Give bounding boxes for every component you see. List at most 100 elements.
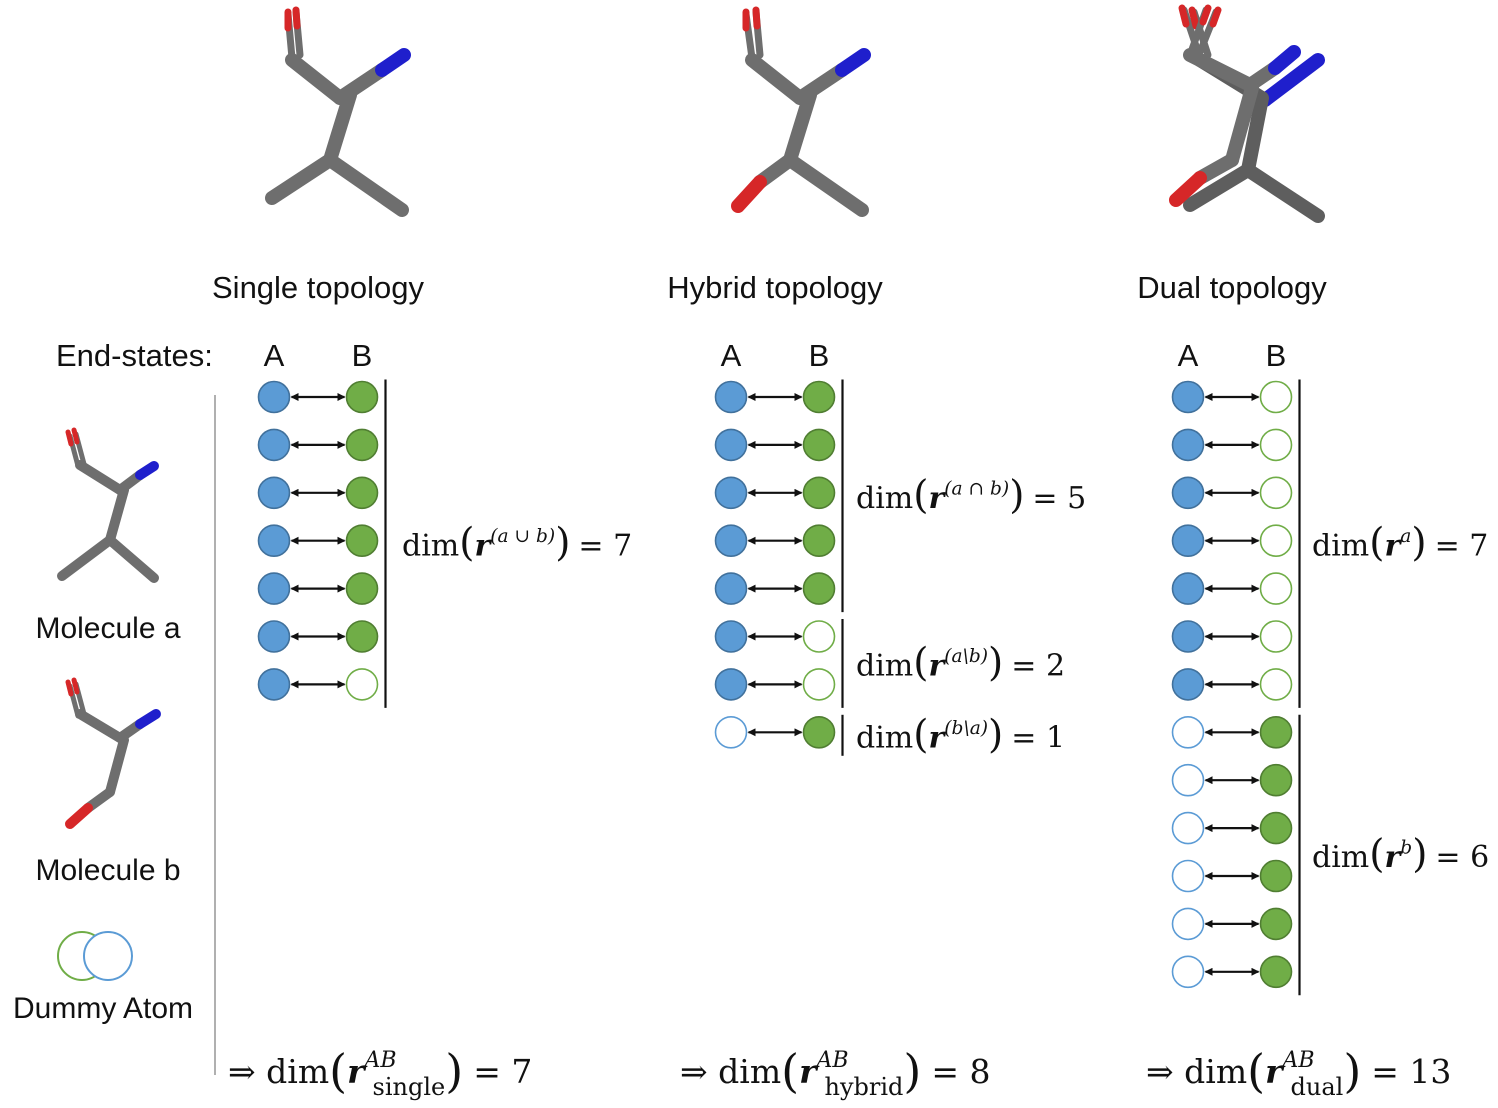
atom-pair-row	[1171, 620, 1293, 653]
state-a-atom	[1171, 668, 1205, 701]
state-b-atom	[345, 380, 379, 414]
state-b-atom	[345, 620, 379, 653]
atom-pair-row	[714, 476, 836, 510]
dummy-atom-label: Dummy Atom	[13, 992, 193, 1025]
state-a-atom	[1171, 620, 1205, 653]
state-b-atom	[802, 428, 836, 462]
atom-pair-row	[1171, 859, 1293, 893]
title-single: Single topology	[212, 270, 424, 305]
state-b-atom	[802, 572, 836, 605]
state-b-dummy-atom	[1259, 668, 1293, 701]
state-a-atom	[714, 380, 748, 414]
state-a-header: A	[721, 338, 742, 373]
state-a-atom	[714, 668, 748, 701]
state-b-dummy-atom	[1259, 524, 1293, 558]
state-b-header: B	[809, 338, 830, 373]
atom-pair-row	[1171, 955, 1293, 989]
atom-pair-row	[1171, 811, 1293, 845]
state-b-atom	[345, 476, 379, 510]
atom-pair-row	[1171, 907, 1293, 941]
state-b-dummy-atom	[345, 668, 379, 701]
state-a-atom	[257, 572, 291, 605]
state-b-header: B	[352, 338, 373, 373]
molecule-a-label: Molecule a	[35, 612, 180, 645]
state-b-atom	[802, 524, 836, 558]
state-b-atom	[1259, 763, 1293, 797]
state-a-atom	[257, 620, 291, 653]
state-a-dummy-atom	[1171, 811, 1205, 845]
state-a-atom	[714, 476, 748, 510]
atom-pair-row	[1171, 763, 1293, 797]
state-b-dummy-atom	[1259, 620, 1293, 653]
state-a-header: A	[264, 338, 285, 373]
atom-pair-row	[714, 715, 836, 749]
end-states-label: End-states:	[56, 338, 213, 373]
atom-pair-row	[714, 428, 836, 462]
state-b-atom	[345, 428, 379, 462]
state-a-atom	[714, 572, 748, 605]
molecule-single-3d	[265, 6, 411, 217]
molecule-hybrid-3d	[731, 6, 871, 217]
state-b-atom	[1259, 955, 1293, 989]
state-a-atom	[1171, 380, 1205, 414]
state-a-atom	[1171, 428, 1205, 462]
atom-pair-row	[1171, 380, 1293, 414]
state-a-dummy-atom	[1171, 859, 1205, 893]
group-dimension-label: dim(ra)= 7	[1312, 521, 1488, 566]
state-b-atom	[345, 572, 379, 605]
atom-pair-row	[1171, 428, 1293, 462]
state-a-dummy-atom	[1171, 763, 1205, 797]
state-a-atom	[1171, 572, 1205, 605]
group-dimension-label: dim(rb)= 6	[1312, 832, 1489, 877]
atom-pair-row	[257, 428, 379, 462]
state-b-dummy-atom	[1259, 476, 1293, 510]
state-b-dummy-atom	[1259, 380, 1293, 414]
state-a-atom	[714, 428, 748, 462]
state-b-atom	[802, 380, 836, 414]
state-a-dummy-atom	[1171, 715, 1205, 749]
state-b-atom	[1259, 811, 1293, 845]
atom-pair-row	[1171, 524, 1293, 558]
title-hybrid: Hybrid topology	[667, 270, 883, 305]
molecule-dual-3d	[1169, 4, 1325, 223]
molecule-b-icon	[65, 677, 161, 829]
state-a-atom	[257, 476, 291, 510]
state-b-header: B	[1266, 338, 1287, 373]
atom-pair-row	[257, 476, 379, 510]
atom-pair-row	[1171, 476, 1293, 510]
group-dimension-label: dim(r(a ∩ b))= 5	[856, 473, 1086, 518]
state-a-dummy-atom	[1171, 955, 1205, 989]
atom-pair-row	[257, 572, 379, 605]
state-b-atom	[802, 715, 836, 749]
state-b-dummy-atom	[1259, 572, 1293, 605]
state-a-dummy-atom	[714, 715, 748, 749]
atom-pair-row	[257, 524, 379, 558]
group-dimension-label: dim(r(a\b))= 2	[856, 640, 1065, 685]
state-b-dummy-atom	[802, 668, 836, 701]
state-b-atom	[345, 524, 379, 558]
state-a-atom	[257, 380, 291, 414]
state-b-atom	[802, 476, 836, 510]
atom-pair-row	[257, 668, 379, 701]
state-a-atom	[714, 524, 748, 558]
atom-pair-row	[714, 380, 836, 414]
dummy-atom-icon	[57, 931, 133, 981]
state-a-atom	[1171, 524, 1205, 558]
atom-pair-row	[1171, 715, 1293, 749]
group-dimension-label: dim(r(b\a))= 1	[856, 712, 1065, 757]
state-a-atom	[257, 668, 291, 701]
atom-pair-row	[1171, 572, 1293, 605]
state-a-dummy-atom	[1171, 907, 1205, 941]
atom-pair-row	[714, 524, 836, 558]
atom-pair-row	[1171, 668, 1293, 701]
molecule-b-label: Molecule b	[35, 854, 180, 887]
atom-pair-row	[714, 620, 836, 653]
state-b-dummy-atom	[802, 620, 836, 653]
